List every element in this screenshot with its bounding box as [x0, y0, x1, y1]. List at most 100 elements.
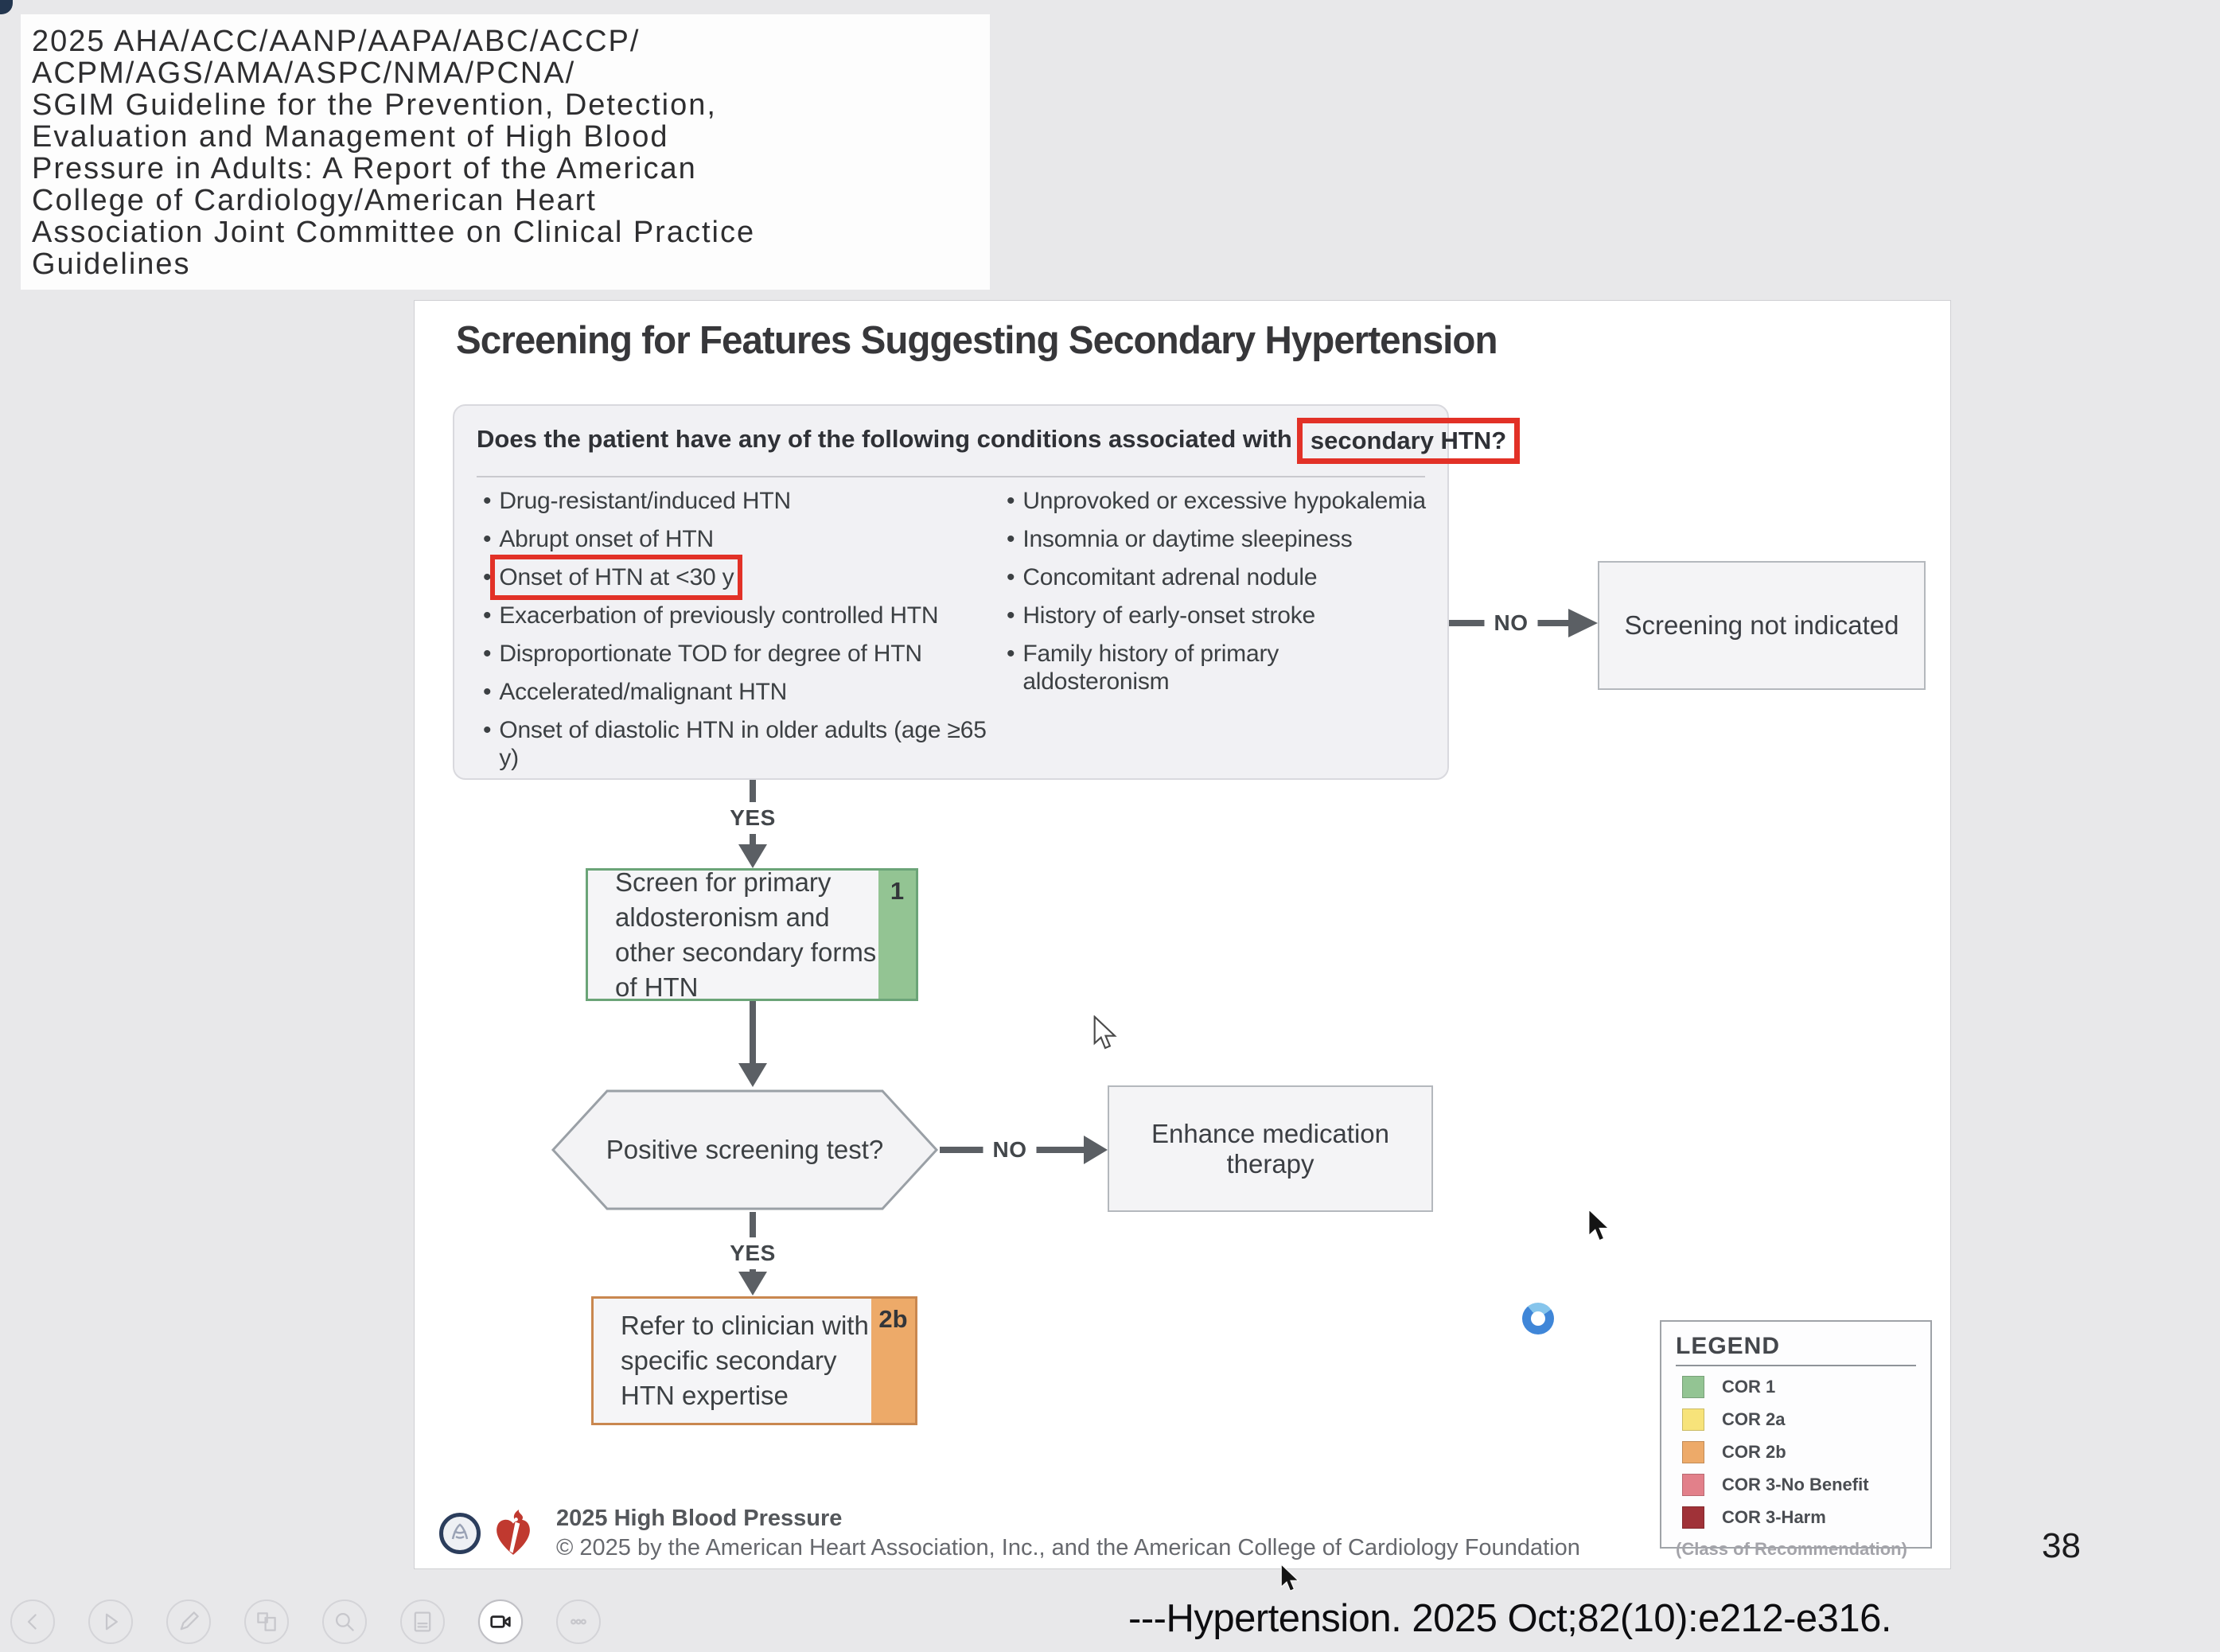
camera-button[interactable] — [478, 1599, 523, 1644]
notes-icon — [414, 1611, 431, 1632]
condition-item-text: Onset of diastolic HTN in older adults (… — [499, 717, 987, 771]
play-icon — [105, 1613, 118, 1631]
condition-item: •History of early-onset stroke — [1007, 602, 1428, 629]
cursor-arrow-outline — [1093, 1015, 1117, 1050]
red-annotation-box-onset-htn: Onset of HTN at <30 y — [490, 555, 743, 600]
acc-logo-icon — [439, 1513, 481, 1554]
condition-item: • Unprovoked or excessive hypokalemia — [1007, 487, 1428, 515]
question-prefix: Does the patient have any of the followi… — [477, 425, 1292, 453]
guideline-title-line: 2025 AHA/ACC/AANP/AAPA/ABC/ACCP/ — [32, 25, 641, 58]
previous-button[interactable] — [10, 1599, 55, 1644]
guideline-title-block: 2025 AHA/ACC/AANP/AAPA/ABC/ACCP/ACPM/AGS… — [21, 14, 990, 290]
legend-label: COR 3-No Benefit — [1722, 1475, 1869, 1494]
yes-label-2: YES — [720, 1237, 785, 1269]
bullet-icon: • — [483, 526, 492, 552]
slide-title: Screening for Features Suggesting Second… — [456, 319, 1498, 362]
guideline-title-line: SGIM Guideline for the Prevention, Detec… — [32, 88, 717, 122]
spinner-hole — [1531, 1311, 1545, 1326]
window-corner-notch — [0, 0, 13, 14]
condition-item-text: Concomitant adrenal nodule — [1022, 564, 1318, 590]
cor2b-value: 2b — [878, 1305, 908, 1333]
aha-heart-torch-icon — [497, 1510, 530, 1555]
condition-item: • Onset of diastolic HTN in older adults … — [483, 716, 992, 772]
legend-swatch — [1682, 1376, 1704, 1398]
condition-item: • Insomnia or daytime sleepiness — [1007, 525, 1428, 553]
condition-item: • Accelerated/malignant HTN — [483, 678, 992, 706]
condition-item-text: Drug-resistant/induced HTN — [499, 488, 791, 514]
legend-footnote: (Class of Recommendation) — [1676, 1539, 1907, 1559]
bullet-icon: • — [483, 564, 492, 590]
slide-footer: 2025 High Blood Pressure © 2025 by the A… — [438, 1506, 1580, 1561]
guideline-title-line: Association Joint Committee on Clinical … — [32, 216, 756, 249]
flow-connectors — [738, 609, 1598, 1295]
bullet-icon: • — [1007, 602, 1015, 629]
bullet-icon: • — [483, 679, 492, 705]
condition-item-text: Family history of primary aldosteronism — [1022, 641, 1279, 695]
legend-box: LEGEND COR 1 COR 2a COR 2b COR 3-No Benefit… — [1660, 1320, 1932, 1559]
legend-item: COR 2b — [1682, 1441, 1916, 1463]
condition-list-left: • Drug-resistant/induced HTN • Abrupt onset… — [483, 487, 992, 772]
legend-item: COR 1 — [1682, 1376, 1916, 1398]
no-label-2: NO — [983, 1134, 1037, 1166]
condition-item: • Abrupt onset of HTN — [483, 525, 992, 553]
legend-title: LEGEND — [1676, 1333, 1781, 1359]
guideline-title-line: ACPM/AGS/AMA/ASPC/NMA/PCNA/ — [32, 56, 576, 90]
bullet-icon: • — [1007, 641, 1015, 667]
next-button[interactable] — [88, 1599, 133, 1644]
chevron-left-icon — [27, 1614, 37, 1630]
citation-text: ---Hypertension. 2025 Oct;82(10):e212-e3… — [1128, 1597, 1892, 1640]
no-label-1: NO — [1484, 607, 1538, 639]
legend-label: COR 1 — [1722, 1377, 1776, 1397]
condition-item-text: Unprovoked or excessive hypokalemia — [1022, 488, 1426, 514]
page-number: 38 — [2042, 1526, 2081, 1565]
question-text: Does the patient have any of the followi… — [477, 417, 1521, 464]
loading-spinner — [1522, 1303, 1554, 1334]
condition-item-text: Accelerated/malignant HTN — [499, 679, 788, 705]
condition-item-text: Disproportionate TOD for degree of HTN — [499, 641, 922, 667]
cor1-strip: 1 — [878, 871, 916, 999]
condition-item: •Onset of HTN at <30 y — [483, 555, 992, 600]
bullet-icon: • — [1007, 526, 1015, 552]
video-camera-icon — [490, 1615, 511, 1628]
decision-text: Positive screening test? — [606, 1135, 884, 1164]
refer-text: Refer to clinician with specific seconda… — [621, 1311, 869, 1410]
bullet-icon: • — [1007, 488, 1015, 514]
cor1-value: 1 — [890, 877, 905, 905]
slides-button[interactable] — [244, 1599, 289, 1644]
cursor-arrow-black-large — [1587, 1208, 1611, 1242]
notes-button[interactable] — [400, 1599, 445, 1644]
hexagon-shape — [551, 1089, 939, 1210]
bullet-icon: • — [483, 717, 492, 743]
guideline-title-line: Guidelines — [32, 247, 191, 281]
legend-swatch — [1682, 1408, 1704, 1431]
question-highlight-text: secondary HTN? — [1310, 426, 1507, 454]
footer-title: 2025 High Blood Pressure — [556, 1506, 843, 1531]
condition-item-text: Insomnia or daytime sleepiness — [1022, 526, 1353, 552]
legend-divider — [1676, 1365, 1916, 1366]
slide-canvas: Screening for Features Suggesting Second… — [414, 300, 1951, 1569]
title-block-lines: 2025 AHA/ACC/AANP/AAPA/ABC/ACCP/ACPM/AGS… — [32, 25, 979, 280]
legend-swatch — [1682, 1506, 1704, 1529]
screen-primary-aldosteronism-box: Screen for primary aldosteronism and oth… — [586, 867, 918, 1002]
red-annotation-box-secondary-htn: secondary HTN? — [1296, 417, 1521, 464]
legend-label: COR 3-Harm — [1722, 1507, 1826, 1527]
slides-icon — [257, 1612, 276, 1631]
footer-copyright: © 2025 by the American Heart Association… — [556, 1535, 1580, 1560]
legend-item: COR 2a — [1682, 1408, 1916, 1431]
legend-swatch — [1682, 1441, 1704, 1463]
magnifier-icon — [335, 1612, 354, 1631]
search-button[interactable] — [322, 1599, 367, 1644]
screening-not-indicated-box: Screening not indicated — [1598, 561, 1926, 690]
condition-item: • Family history of primary aldosteronism — [1007, 640, 1428, 695]
condition-item: • Disproportionate TOD for degree of HTN — [483, 640, 992, 668]
bottom-toolbar — [10, 1599, 601, 1644]
more-button[interactable] — [556, 1599, 601, 1644]
bullet-icon: • — [483, 602, 492, 629]
legend-item: COR 3-Harm — [1682, 1506, 1916, 1529]
annotate-button[interactable] — [166, 1599, 211, 1644]
condition-item-text: Abrupt onset of HTN — [499, 526, 714, 552]
bullet-icon: • — [483, 641, 492, 667]
question-divider — [477, 476, 1425, 477]
legend-item: COR 3-No Benefit — [1682, 1474, 1916, 1496]
